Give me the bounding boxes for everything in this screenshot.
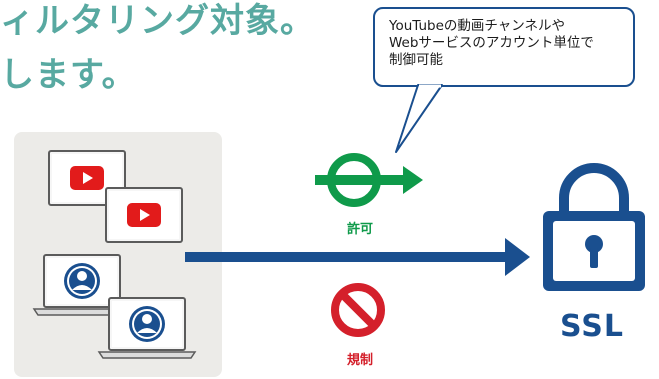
allow-arrow-icon: [315, 153, 423, 207]
callout-line-3: 制御可能: [389, 52, 443, 68]
ssl-label: SSL: [560, 309, 624, 344]
padlock-icon: [543, 163, 645, 291]
heading-line-1: ィルタリング対象。: [0, 1, 315, 41]
callout-bubble: YouTubeの動画チャンネルや Webサービスのアカウント単位で 制御可能: [373, 7, 635, 87]
heading-line-2: します。: [0, 55, 137, 95]
user-avatar-icon: [64, 263, 100, 299]
monitor-youtube-2: [105, 187, 183, 243]
callout-line-2: Webサービスのアカウント単位で: [389, 35, 594, 51]
allow-label: 許可: [347, 222, 374, 237]
callout-line-1: YouTubeの動画チャンネルや: [389, 18, 565, 34]
youtube-play-icon: [127, 203, 161, 227]
laptop-user-2: [97, 297, 197, 359]
prohibited-icon: [331, 283, 385, 337]
user-avatar-icon: [129, 306, 165, 342]
block-label: 規制: [347, 353, 374, 368]
main-flow-arrow: [185, 238, 530, 276]
youtube-play-icon: [70, 166, 104, 190]
